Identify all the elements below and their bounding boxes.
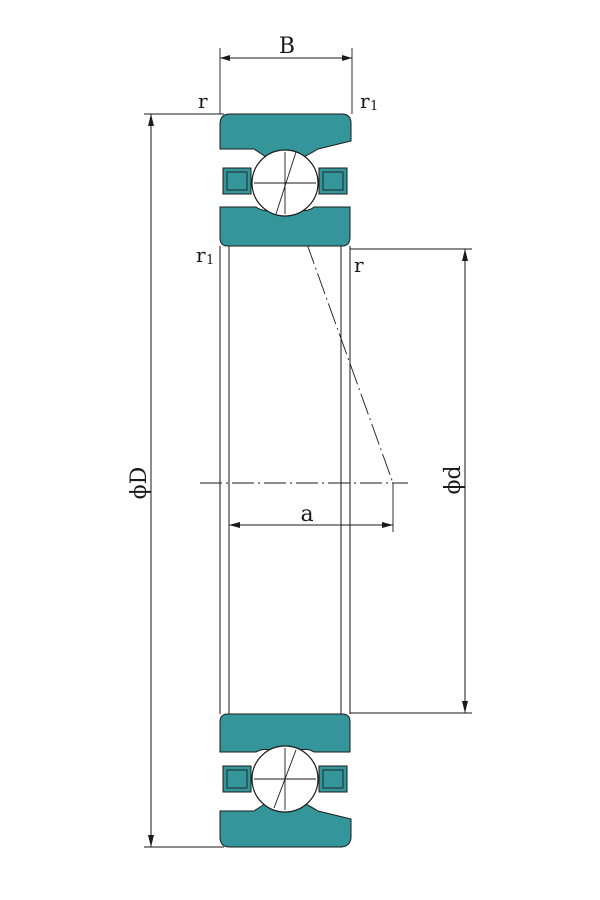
inner-diameter-dimension: ϕd [350, 248, 472, 714]
outer-diameter-dimension: ϕD [127, 113, 224, 848]
inner-diameter-label: ϕd [441, 465, 466, 494]
outer-diameter-label: ϕD [127, 467, 152, 500]
radius-1-label-main-2: r [196, 243, 206, 267]
width-dimension: B [219, 34, 353, 114]
bottom-bearing-section [219, 713, 352, 848]
top-bearing-section [219, 113, 352, 247]
radius-1-label-mid-left: r 1 [196, 243, 214, 268]
radius-1-label-main: r [360, 89, 370, 113]
width-label: B [279, 34, 295, 59]
radius-1-label-sub: 1 [370, 99, 378, 114]
pressure-point-dimension: a [229, 483, 394, 532]
radius-1-label-sub-2: 1 [206, 253, 214, 268]
pressure-point-label: a [300, 502, 313, 527]
radius-label-mid-right: r [354, 253, 364, 277]
bore-outline [219, 246, 351, 714]
radius-label-top-left: r [198, 89, 208, 113]
radius-1-label-top-right: r 1 [360, 89, 378, 114]
